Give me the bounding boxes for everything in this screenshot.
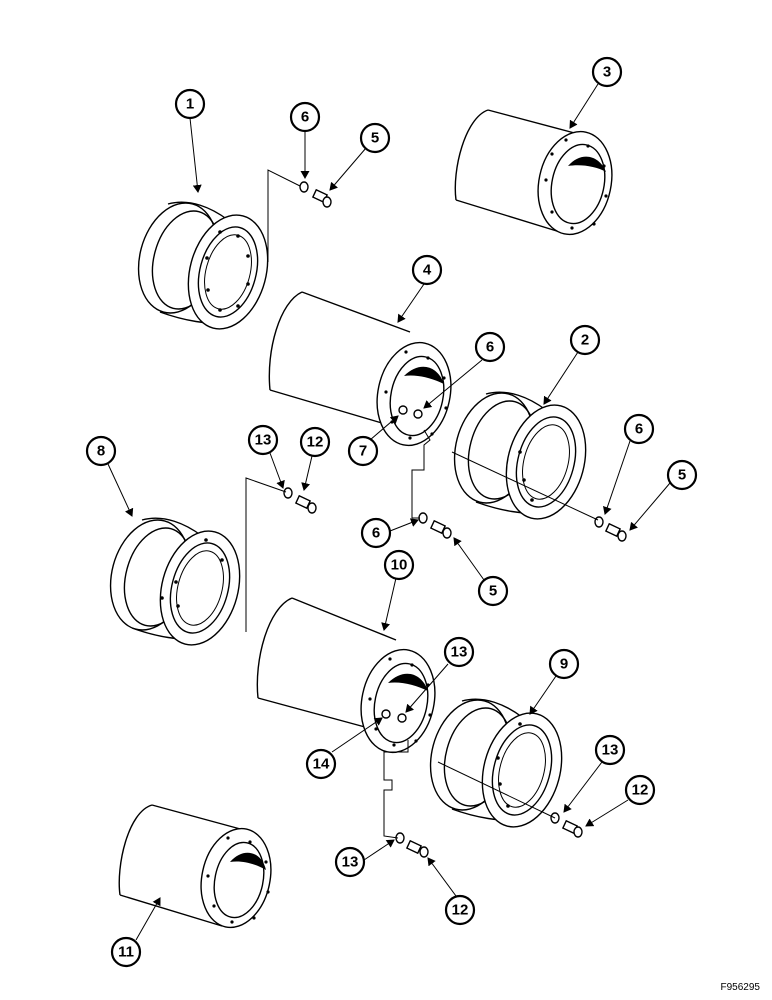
callout-12: 12 [299,426,331,458]
callout-4: 4 [411,254,443,286]
callout-5: 5 [359,122,391,154]
callout-13: 13 [334,846,366,878]
callout-12: 12 [444,894,476,926]
callout-label: 12 [307,434,324,451]
callout-8: 8 [85,435,117,467]
callout-7: 7 [347,435,379,467]
callout-label: 1 [186,96,194,113]
callout-13: 13 [443,636,475,668]
callout-label: 13 [602,742,619,759]
callout-label: 6 [372,525,380,542]
fastener-set-rim2 [594,516,627,542]
callout-label: 13 [255,432,272,449]
callout-label: 13 [451,644,468,661]
callout-label: 12 [632,782,649,799]
callout-label: 10 [391,557,408,574]
fastener-set-top [299,181,332,208]
callout-label: 6 [635,421,643,438]
wheel-rim-1 [137,201,269,330]
wheel-hub-drum-11 [118,804,272,929]
wheel-hub-drum-4 [268,291,452,447]
callout-10: 10 [383,549,415,581]
callout-13: 13 [594,734,626,766]
callout-6: 6 [474,331,506,363]
callout-5: 5 [477,575,509,607]
leader-lines [107,83,671,941]
callout-label: 5 [489,583,497,600]
callout-13: 13 [247,424,279,456]
wheel-hub-drum-3 [454,109,613,236]
callout-label: 8 [97,443,105,460]
wheel-hub-drum-10 [256,597,436,754]
callout-6: 6 [360,517,392,549]
callout-12: 12 [624,774,656,806]
callout-14: 14 [305,748,337,780]
fastener-set-rim9 [550,812,583,838]
callout-label: 12 [452,902,469,919]
callout-1: 1 [174,88,206,120]
fastener-set-rim8 [283,487,317,514]
wheel-rim-8 [109,517,241,646]
callout-label: 5 [678,467,686,484]
figure-code: F956295 [721,982,761,993]
callout-label: 13 [342,854,359,871]
wheel-rim-2 [453,391,587,520]
callout-6: 6 [623,413,655,445]
wheel-rim-9 [429,698,563,828]
callout-6: 6 [289,101,321,133]
callout-label: 3 [603,64,611,81]
callout-label: 6 [486,339,494,356]
callout-label: 6 [301,109,309,126]
callout-9: 9 [548,648,580,680]
callout-label: 11 [118,944,134,961]
callout-11: 11 [110,936,142,968]
callout-label: 2 [581,332,589,349]
callout-label: 4 [423,262,432,279]
callout-label: 7 [359,443,367,460]
callout-3: 3 [591,56,623,88]
fastener-set-mid [418,512,452,539]
callout-label: 14 [313,756,330,773]
callouts: 1 6 5 3 4 6 2 7 13 12 8 6 5 6 5 10 13 9 … [85,56,698,968]
callout-2: 2 [569,324,601,356]
callout-5: 5 [666,459,698,491]
callout-label: 9 [560,656,568,673]
callout-label: 5 [371,130,379,147]
fastener-set-bottom [395,832,429,858]
assembly-lines [245,169,599,839]
